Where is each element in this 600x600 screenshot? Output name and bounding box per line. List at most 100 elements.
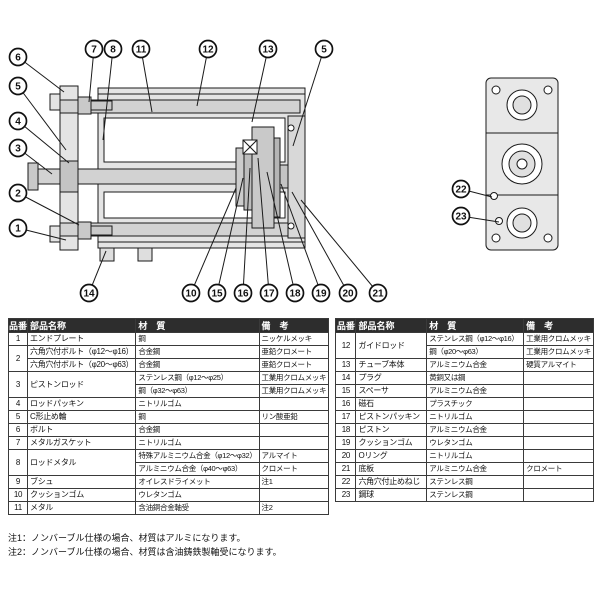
table-cell: ガイドロッド [355,332,428,359]
table-cell: メタル [27,501,137,515]
table-cell: ピストン [355,423,428,437]
callout-6 [8,47,28,67]
end-plate-tab-bottom [49,225,61,243]
table-cell: 18 [335,423,357,437]
callout-2 [8,183,28,203]
leader-lines [17,48,500,294]
callout-10 [181,283,201,303]
column-header: 材 質 [135,318,260,333]
leader-line-5 [292,48,325,147]
set-screw-hole [490,192,498,200]
table-cell: 工業用クロムメッキ [258,384,330,398]
table-cell: 特殊アルミニウム合金（φ12～φ32） [135,449,260,463]
table-cell: 7 [7,436,29,450]
callout-number-13: 13 [262,45,274,56]
table-cell: ピストンロッド [27,371,137,398]
table-cell: プラグ [355,371,428,385]
table-row: 鋼（φ32～φ63）工業用クロムメッキ [9,384,330,398]
mount-hole [543,233,553,243]
table-cell: クロメート [258,462,330,476]
leader-line-15 [216,177,244,294]
table-cell: ウレタンゴム [426,436,525,450]
table-cell [523,449,594,463]
mount-hole [491,85,501,95]
table-cell: ニトリルゴム [426,410,525,424]
table-cell: ウレタンゴム [135,488,260,502]
table-cell: 工業用クロムメッキ [523,345,594,359]
table-cell: 15 [335,384,357,398]
o-ring-top [287,124,295,132]
callout-number-8: 8 [110,45,116,56]
callout-7 [84,39,104,59]
table-cell: ボルト [27,423,137,437]
callout-number-15: 15 [211,289,223,300]
table-cell: 21 [335,462,357,476]
table-cell: 20 [335,449,357,463]
table-cell: ステンレス鋼 [426,475,525,489]
plug-right [137,247,153,262]
guide-rod-top [59,99,301,114]
callout-18 [285,283,305,303]
table-cell: 鋼 [135,332,260,346]
table-cell: クッションゴム [27,488,137,502]
table-cell: 亜鉛クロメート [258,358,330,372]
leader-line-17 [257,157,270,294]
table-cell: 鋼（φ20～φ63） [426,345,525,359]
table-cell: 23 [335,488,357,502]
callout-16 [233,283,253,303]
callout-number-23: 23 [455,212,467,223]
table-cell: リン酸亜鉛 [258,410,330,424]
leader-line-4 [17,120,70,164]
footnotes: 注1：ノンバーブル仕様の場合、材質はアルミになります。 注2：ノンバーブル仕様の… [8,531,282,559]
callout-number-5: 5 [321,45,327,56]
callout-11 [131,39,151,59]
leader-line-5 [17,85,67,151]
table-cell: 9 [7,475,29,489]
callout-number-4: 4 [15,117,21,128]
callout-number-6: 6 [15,53,21,64]
leader-line-16 [242,167,251,294]
leader-line-11 [140,48,153,113]
callout-number-16: 16 [237,289,249,300]
steel-ball-hole [495,217,503,225]
table-cell: 鋼 [135,410,260,424]
callout-19 [311,283,331,303]
callout-5 [8,76,28,96]
table-cell: 13 [335,358,357,372]
table-cell: 6 [7,423,29,437]
cushion-detail [242,139,258,155]
mount-hole [543,85,553,95]
table-cell: Oリング [355,449,428,463]
callout-number-21: 21 [372,289,384,300]
table-cell: 10 [7,488,29,502]
table-cell: クッションゴム [355,436,428,450]
table-cell: メタルガスケット [27,436,137,450]
table-cell: 六角穴付ボルト（φ12～φ16） [27,345,137,359]
callout-number-3: 3 [15,144,21,155]
table-cell: 12 [335,332,357,359]
column-header: 品番 [335,318,357,333]
table-cell: 硬質アルマイト [523,358,594,372]
table-cell: アルミニウム合金 [426,462,525,476]
table-cell: 合金鋼 [135,345,260,359]
callout-1 [8,218,28,238]
table-cell: 4 [7,397,29,411]
end-plate-tab-top [49,93,61,111]
o-ring-bottom [287,222,295,230]
callout-number-18: 18 [289,289,301,300]
callout-number-22: 22 [455,185,467,196]
callout-22 [451,179,471,199]
table-cell: 黄銅又は鋼 [426,371,525,385]
table-cell [523,475,594,489]
callout-number-12: 12 [202,45,214,56]
